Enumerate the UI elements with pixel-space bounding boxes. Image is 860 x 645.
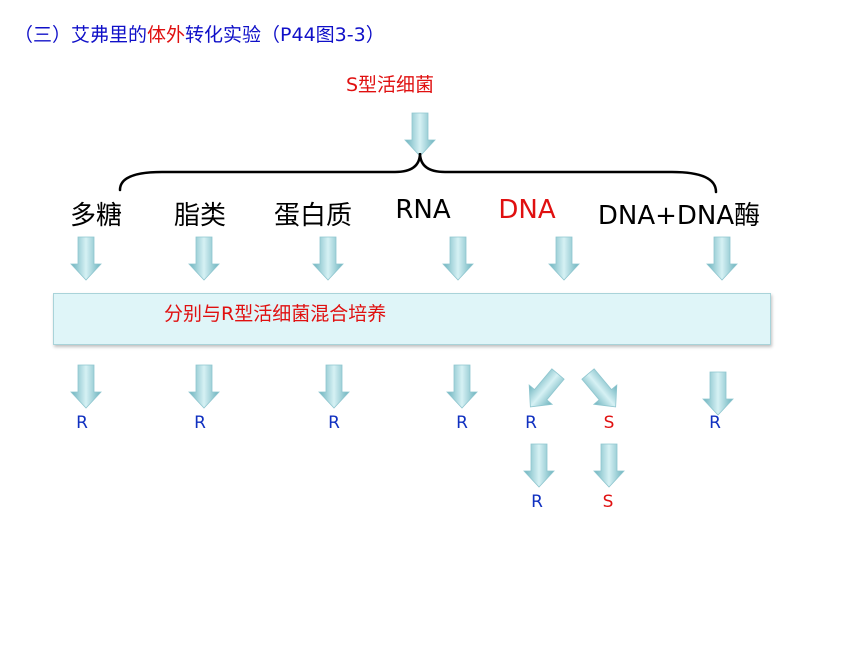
progeny-label: S	[602, 492, 614, 512]
progeny-label: R	[531, 492, 543, 512]
title-prefix: （三）艾弗里的	[14, 24, 148, 46]
component-down-arrow	[70, 236, 102, 281]
result-label: R	[525, 413, 537, 433]
component-down-arrow	[442, 236, 474, 281]
title-highlight: 体外	[147, 24, 186, 46]
result-label: R	[194, 413, 206, 433]
result-diagonal-arrow-left	[518, 363, 570, 417]
result-label: R	[709, 413, 721, 433]
component-down-arrow	[188, 236, 220, 281]
component-lipid: 脂类	[173, 201, 227, 231]
source-down-arrow	[404, 112, 436, 157]
result-down-arrow	[318, 364, 350, 409]
result-down-arrow	[188, 364, 220, 409]
mixing-label: 分别与R型活细菌混合培养	[164, 303, 387, 325]
component-protein: 蛋白质	[273, 201, 353, 231]
result-down-arrow	[446, 364, 478, 409]
curly-brace	[118, 152, 718, 194]
progeny-down-arrow	[593, 443, 625, 488]
progeny-down-arrow	[523, 443, 555, 488]
component-polysaccharide: 多糖	[69, 201, 123, 231]
component-down-arrow	[548, 236, 580, 281]
component-down-arrow	[312, 236, 344, 281]
result-label: S	[603, 413, 615, 433]
result-label: R	[456, 413, 468, 433]
source-label: S型活细菌	[345, 74, 435, 96]
result-down-arrow	[702, 371, 734, 416]
result-label: R	[328, 413, 340, 433]
mixing-box	[53, 293, 771, 345]
component-dna: DNA	[498, 195, 556, 225]
result-down-arrow	[70, 364, 102, 409]
component-dna-dnase: DNA+DNA酶	[597, 201, 761, 231]
slide-title: （三）艾弗里的体外转化实验（P44图3-3）	[14, 20, 385, 47]
result-diagonal-arrow-right	[576, 363, 628, 417]
title-suffix: 转化实验（P44图3-3）	[185, 24, 385, 46]
result-label: R	[76, 413, 88, 433]
component-down-arrow	[706, 236, 738, 281]
component-rna: RNA	[395, 195, 451, 225]
